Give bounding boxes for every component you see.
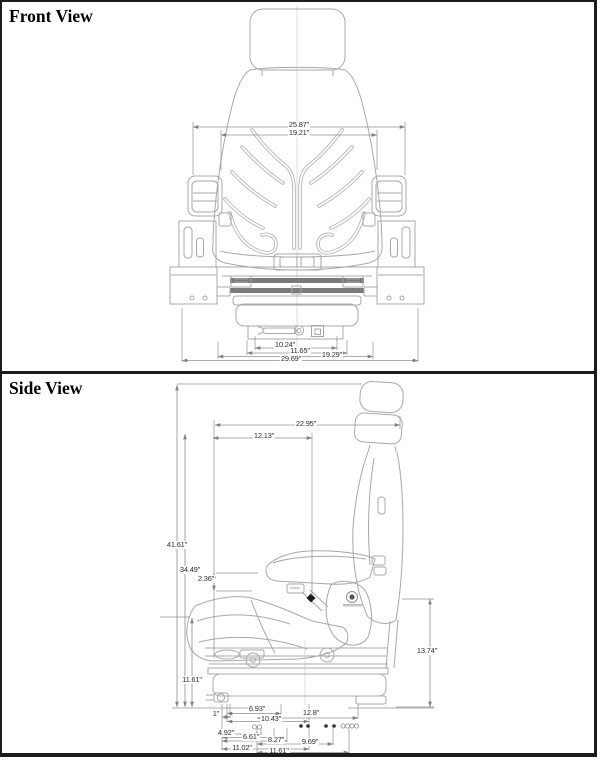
dim-front-base-width-2: 11.65" (289, 346, 311, 355)
dim-side-armrest-pad: 2.36" (196, 574, 216, 583)
dim-side-overall-height: 41.61" (165, 540, 189, 549)
dim-front-armrest-outer-width: 25.87" (287, 120, 311, 129)
dim-front-base-width-4: 29.69" (279, 353, 303, 363)
dim-side-mount-8: 11.02" (231, 743, 253, 752)
dim-side-mount-7: 9.69" (300, 736, 320, 746)
front-seat-outline (169, 6, 425, 352)
dim-side-mount-4: 4.92" (216, 727, 236, 737)
dim-front-base-width-1: 10.24" (273, 340, 297, 349)
dim-side-overall-depth: 22.95" (294, 419, 318, 428)
dim-front-backrest-width: 19.21" (287, 128, 311, 137)
dim-front-base-width-3: 19.29" (320, 349, 344, 359)
dim-side-mount-3: 12.8" (301, 708, 321, 717)
dim-side-mount-offset: 1" (211, 709, 221, 718)
dim-side-rear-height: 13.74" (415, 646, 439, 655)
dim-side-backrest-height: 34.49" (178, 565, 202, 574)
front-view-title: Front View (9, 6, 93, 26)
mounting-holes (251, 723, 359, 730)
dim-side-cushion-height: 11.61" (181, 675, 203, 684)
section-divider (0, 371, 597, 374)
dim-side-mount-6: 8.27" (266, 735, 286, 744)
dim-side-mount-9: 11.61" (268, 746, 290, 755)
side-view-title: Side View (9, 378, 83, 398)
dim-side-mount-2: 10.43" (259, 713, 283, 723)
dim-side-mount-5: 6.61" (241, 731, 261, 741)
side-seat-outline (186, 380, 404, 705)
dim-side-mount-1: 6.93" (247, 704, 267, 713)
dim-side-upper-depth: 12.13" (252, 431, 276, 440)
